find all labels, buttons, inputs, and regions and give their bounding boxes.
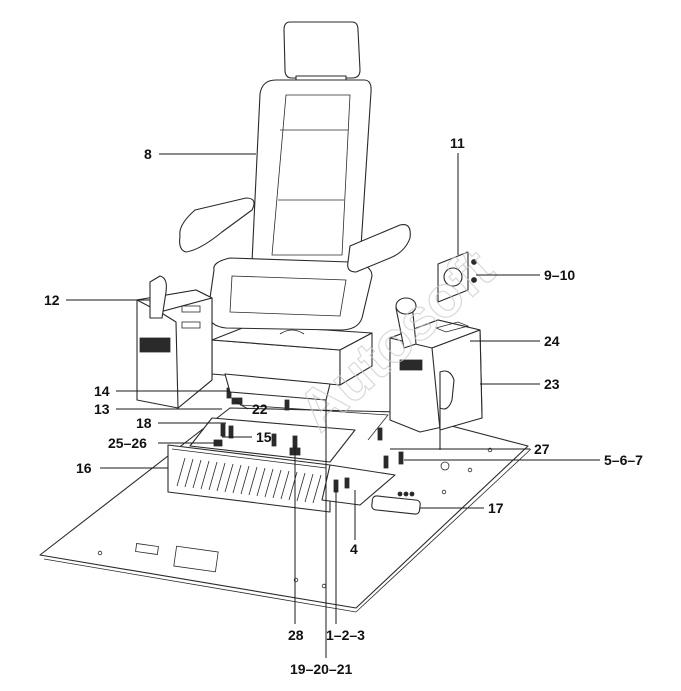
operator-seat — [179, 21, 411, 331]
callout-16: 16 — [76, 460, 92, 476]
callout-23: 23 — [544, 376, 560, 392]
leader-lines — [66, 153, 600, 658]
callout-24: 24 — [544, 333, 560, 349]
grille-panel — [167, 444, 331, 513]
seat-suspension — [211, 323, 373, 401]
callout-5-6-7: 5–6–7 — [604, 452, 643, 468]
left-console — [136, 275, 213, 409]
callout-11: 11 — [450, 135, 465, 151]
callout-22: 22 — [252, 401, 268, 417]
callout-27: 27 — [534, 441, 550, 457]
callout-19-20-21: 19–20–21 — [290, 661, 353, 677]
callout-1-2-3: 1–2–3 — [326, 627, 365, 643]
callout-labels: 8 11 9–10 12 24 23 14 13 22 18 15 25–26 … — [44, 135, 643, 677]
callout-12: 12 — [44, 292, 60, 308]
floor-plate — [39, 407, 532, 613]
callout-17: 17 — [488, 500, 504, 516]
callout-18: 18 — [136, 415, 152, 431]
callout-14: 14 — [94, 383, 110, 399]
callout-13: 13 — [94, 401, 110, 417]
callout-15: 15 — [256, 429, 272, 445]
gauge-bracket — [437, 251, 477, 303]
right-console — [389, 297, 483, 450]
callout-25-26: 25–26 — [108, 435, 147, 451]
callout-8: 8 — [144, 146, 152, 162]
callout-28: 28 — [288, 627, 304, 643]
callout-4: 4 — [350, 541, 358, 557]
callout-9-10: 9–10 — [544, 267, 575, 283]
